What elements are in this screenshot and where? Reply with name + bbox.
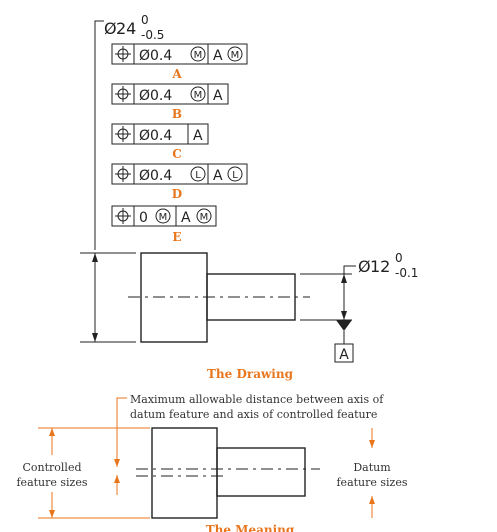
note-line-2: datum feature and axis of controlled fea… [130, 408, 377, 421]
fcf-d-caption: D [172, 187, 182, 201]
meaning-part-outline [136, 427, 320, 519]
lmc-modifier-icon [227, 166, 243, 182]
position-icon [115, 208, 131, 224]
mmc-modifier-icon [155, 208, 171, 224]
datum-label: A [339, 347, 349, 363]
main-size-leader [94, 20, 104, 250]
position-icon [115, 126, 131, 142]
main-size-upper: 0 [141, 13, 149, 27]
fcf-a: Ø0.4 M A M A [111, 43, 248, 81]
fcf-a-caption: A [171, 67, 182, 81]
fcf-b: Ø0.4 M A B [111, 83, 229, 121]
right-label-1: Datum [353, 461, 391, 474]
fcf-d: Ø0.4 L A L D [111, 163, 248, 201]
datum-size-dims: Datum feature sizes [336, 428, 408, 518]
fcf-e: 0 M A M E [111, 205, 217, 244]
datum-triangle-icon [336, 320, 352, 331]
fcf-d-datum-modifier: L [232, 170, 238, 181]
datum-feature: A [334, 320, 354, 363]
fcf-b-modifier: M [194, 90, 203, 101]
pin-size-nominal: 12 [370, 257, 390, 276]
position-icon [115, 166, 131, 182]
fcf-e-tolerance: 0 [139, 210, 148, 226]
fcf-c: Ø0.4 A C [111, 123, 209, 161]
mmc-modifier-icon [190, 46, 206, 62]
main-size-dimension: Ø 24 0 -0.5 [104, 13, 164, 42]
controlled-size-dims: Controlled feature sizes [16, 427, 150, 519]
fcf-e-modifier: M [159, 212, 168, 223]
position-icon [115, 46, 131, 62]
fcf-a-modifier: M [194, 50, 203, 61]
fcf-a-tolerance: Ø0.4 [139, 48, 172, 64]
fcf-d-datum: A [213, 168, 223, 184]
pin-size-dimension: Ø 12 0 -0.1 [300, 251, 418, 321]
fcf-c-caption: C [172, 147, 182, 161]
main-size-nominal: 24 [116, 19, 136, 38]
meaning-note: Maximum allowable distance between axis … [114, 393, 384, 495]
mmc-modifier-icon [190, 86, 206, 102]
main-size-lower: -0.5 [141, 28, 164, 42]
left-label-2: feature sizes [16, 476, 87, 489]
main-size-symbol: Ø [104, 19, 117, 38]
pin-size-lower: -0.1 [395, 266, 418, 280]
note-line-1: Maximum allowable distance between axis … [130, 393, 384, 406]
mmc-modifier-icon [196, 208, 212, 224]
fcf-b-tolerance: Ø0.4 [139, 88, 172, 104]
pin-size-symbol: Ø [358, 257, 371, 276]
drawing-title: The Drawing [207, 367, 294, 381]
fcf-b-datum: A [213, 88, 223, 104]
fcf-d-modifier: L [195, 170, 201, 181]
fcf-e-datum-modifier: M [200, 212, 209, 223]
fcf-e-caption: E [172, 230, 181, 244]
fcf-d-tolerance: Ø0.4 [139, 168, 172, 184]
fcf-c-tolerance: Ø0.4 [139, 128, 172, 144]
fcf-a-datum-modifier: M [231, 50, 240, 61]
left-label-1: Controlled [22, 461, 81, 474]
part-outline [80, 252, 310, 343]
fcf-b-caption: B [172, 107, 182, 121]
pin-size-upper: 0 [395, 251, 403, 265]
position-icon [115, 86, 131, 102]
fcf-a-datum: A [213, 48, 223, 64]
meaning-title: The Meaning [206, 523, 295, 532]
fcf-e-datum: A [181, 210, 191, 226]
mmc-modifier-icon [227, 46, 243, 62]
right-label-2: feature sizes [336, 476, 407, 489]
fcf-c-datum: A [193, 128, 203, 144]
lmc-modifier-icon [190, 166, 206, 182]
